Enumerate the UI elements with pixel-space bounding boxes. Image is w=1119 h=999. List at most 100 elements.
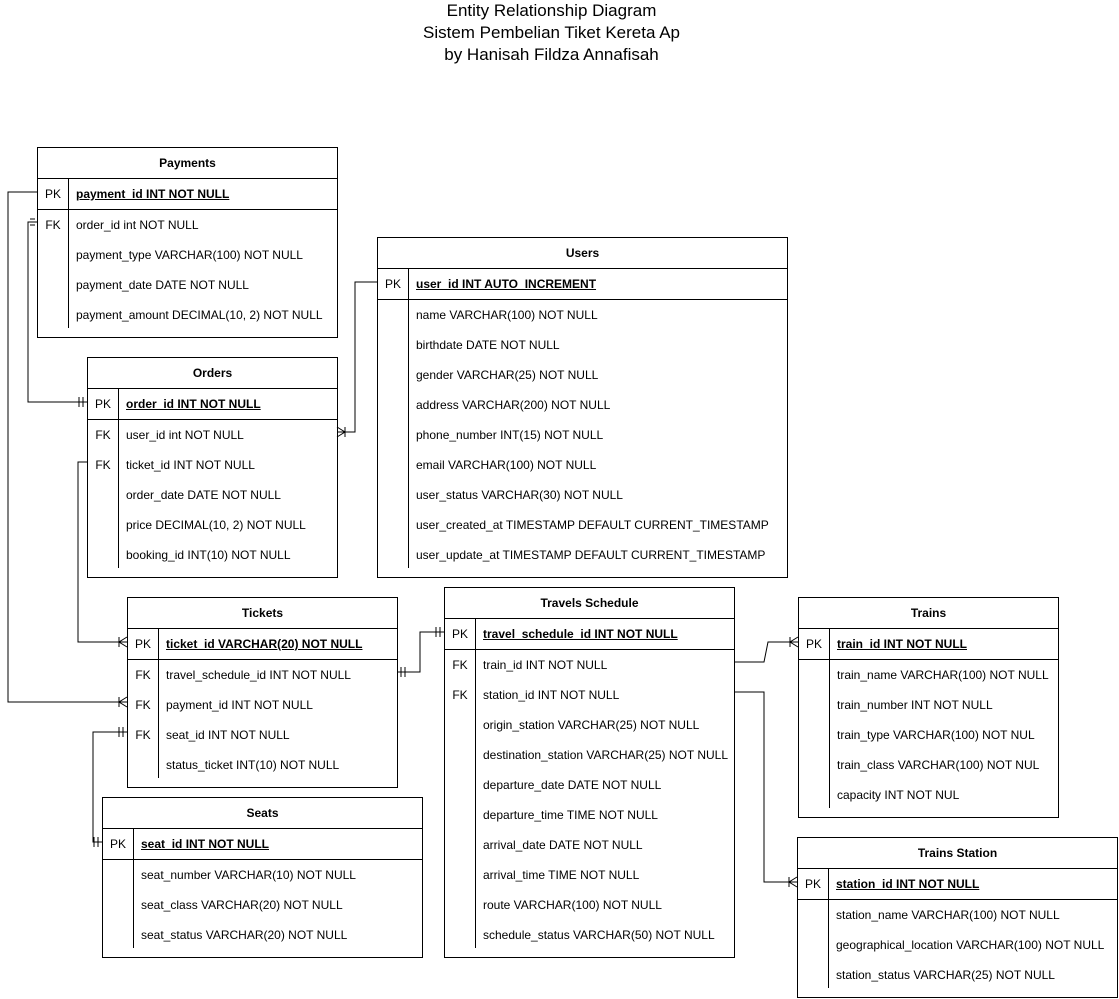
attribute-text: travel_schedule_id INT NOT NULL (483, 627, 678, 641)
attribute-row: email VARCHAR(100) NOT NULL (378, 450, 787, 480)
crows-foot-ticket-payment (118, 696, 128, 708)
attribute-text: station_id INT NOT NULL (483, 688, 620, 702)
attribute-row: train_number INT NOT NULL (799, 690, 1058, 720)
attribute-row: address VARCHAR(200) NOT NULL (378, 390, 787, 420)
attribute-text: booking_id INT(10) NOT NULL (126, 548, 291, 562)
attribute-text: payment_amount DECIMAL(10, 2) NOT NULL (76, 308, 323, 322)
attribute-text: order_id INT NOT NULL (126, 397, 261, 411)
attribute-text: address VARCHAR(200) NOT NULL (416, 398, 611, 412)
attribute-row: arrival_date DATE NOT NULL (445, 830, 734, 860)
attribute-row: payment_amount DECIMAL(10, 2) NOT NULL (38, 300, 337, 330)
key-marker: FK (45, 218, 61, 232)
attribute-row: seat_class VARCHAR(20) NOT NULL (103, 890, 422, 920)
link-order-payment (27, 221, 87, 403)
key-marker: FK (452, 688, 468, 702)
attribute-row: gender VARCHAR(25) NOT NULL (378, 360, 787, 390)
crows-foot-order-user (336, 426, 346, 438)
attribute-row: payment_type VARCHAR(100) NOT NULL (38, 240, 337, 270)
attribute-row: departure_date DATE NOT NULL (445, 770, 734, 800)
key-column-divider (68, 179, 69, 328)
attribute-text: route VARCHAR(100) NOT NULL (483, 898, 662, 912)
key-column-divider (828, 869, 829, 988)
key-marker: PK (451, 627, 468, 641)
diagram-title: Entity Relationship Diagram (446, 1, 657, 20)
attribute-row: departure_time TIME NOT NULL (445, 800, 734, 830)
one-mark-orders-order (78, 397, 84, 407)
entity-name: Trains Station (798, 838, 1117, 869)
attribute-row: phone_number INT(15) NOT NULL (378, 420, 787, 450)
attribute-row: user_status VARCHAR(30) NOT NULL (378, 480, 787, 510)
key-column-divider (475, 619, 476, 948)
attribute-text: order_date DATE NOT NULL (126, 488, 281, 502)
attribute-row: arrival_time TIME NOT NULL (445, 860, 734, 890)
one-mark-seat-ticket (93, 837, 99, 847)
attribute-row: user_update_at TIMESTAMP DEFAULT CURRENT… (378, 540, 787, 570)
key-column-divider (408, 269, 409, 568)
key-marker: PK (805, 637, 822, 651)
attribute-row: birthdate DATE NOT NULL (378, 330, 787, 360)
entity-name: Tickets (128, 598, 397, 629)
attribute-text: name VARCHAR(100) NOT NULL (416, 308, 598, 322)
attribute-row: status_ticket INT(10) NOT NULL (128, 750, 397, 780)
attribute-row: payment_date DATE NOT NULL (38, 270, 337, 300)
primary-key-row: PK travel_schedule_id INT NOT NULL (445, 619, 734, 650)
attribute-text: capacity INT NOT NUL (837, 788, 960, 802)
key-column-divider (829, 629, 830, 808)
attribute-row: FK station_id INT NOT NULL (445, 680, 734, 710)
attribute-text: ticket_id INT NOT NULL (126, 458, 255, 472)
entity-name: Travels Schedule (445, 588, 734, 619)
link-schedule-station (734, 691, 797, 883)
link-user-order (337, 281, 377, 433)
key-marker: PK (44, 187, 61, 201)
attribute-text: train_class VARCHAR(100) NOT NUL (837, 758, 1040, 772)
link-payment-ticket (7, 191, 127, 703)
attribute-row: destination_station VARCHAR(25) NOT NULL (445, 740, 734, 770)
one-mark-schedule-ticket (435, 627, 441, 637)
key-column-divider (158, 629, 159, 778)
attribute-row: FK ticket_id INT NOT NULL (88, 450, 337, 480)
primary-key-row: PK order_id INT NOT NULL (88, 389, 337, 420)
attribute-row: seat_status VARCHAR(20) NOT NULL (103, 920, 422, 950)
attribute-row: station_name VARCHAR(100) NOT NULL (798, 900, 1117, 930)
attribute-row: train_class VARCHAR(100) NOT NUL (799, 750, 1058, 780)
attribute-text: train_name VARCHAR(100) NOT NULL (837, 668, 1049, 682)
key-column-divider (133, 829, 134, 948)
crows-foot-station (788, 876, 798, 888)
attribute-text: departure_date DATE NOT NULL (483, 778, 662, 792)
crows-foot-ticket-order (118, 636, 128, 648)
attribute-row: schedule_status VARCHAR(50) NOT NULL (445, 920, 734, 950)
attribute-row: origin_station VARCHAR(25) NOT NULL (445, 710, 734, 740)
attribute-text: train_id INT NOT NULL (483, 658, 608, 672)
attribute-text: gender VARCHAR(25) NOT NULL (416, 368, 599, 382)
key-marker: PK (94, 397, 111, 411)
key-marker: FK (135, 728, 151, 742)
attribute-text: departure_time TIME NOT NULL (483, 808, 658, 822)
attribute-text: destination_station VARCHAR(25) NOT NULL (483, 748, 728, 762)
attribute-row: station_status VARCHAR(25) NOT NULL (798, 960, 1117, 990)
key-marker: FK (95, 458, 111, 472)
attribute-text: station_name VARCHAR(100) NOT NULL (836, 908, 1060, 922)
diagram-author: by Hanisah Fildza Annafisah (444, 45, 659, 64)
link-ticket-seat (92, 731, 127, 843)
attribute-text: station_id INT NOT NULL (836, 877, 980, 891)
attribute-text: seat_id INT NOT NULL (166, 728, 290, 742)
attribute-text: ticket_id VARCHAR(20) NOT NULL (166, 637, 363, 651)
link-schedule-train (734, 641, 798, 663)
attribute-text: status_ticket INT(10) NOT NULL (166, 758, 340, 772)
